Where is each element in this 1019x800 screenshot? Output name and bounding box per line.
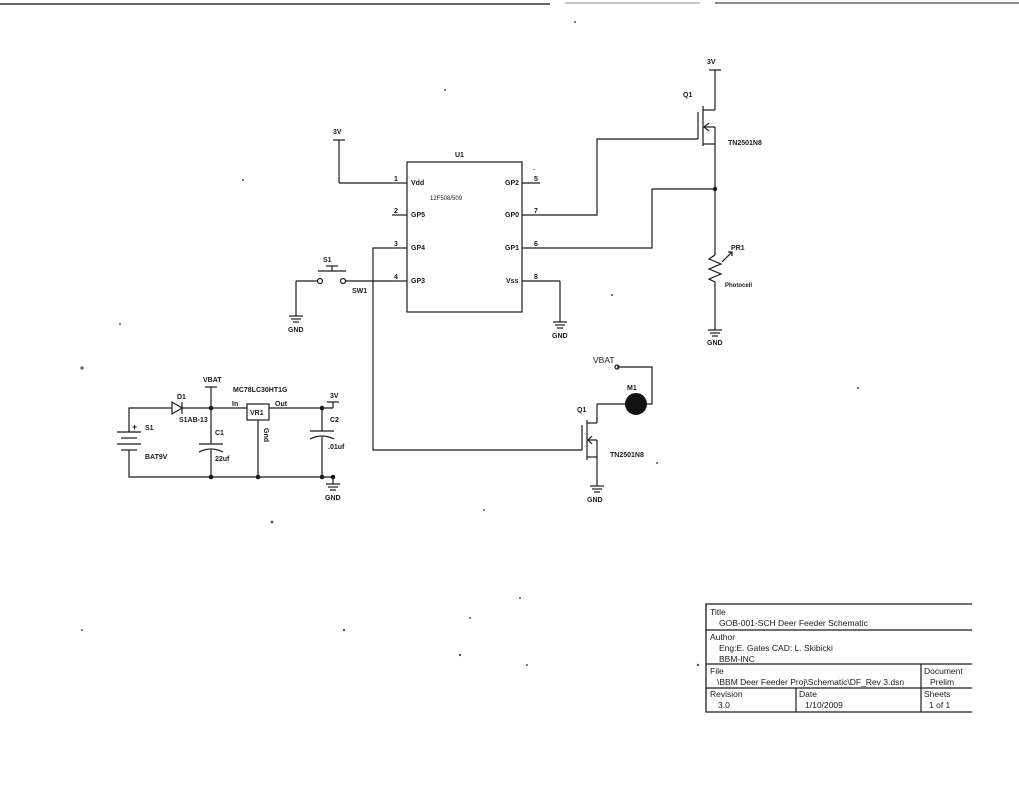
tb-file: \BBM Deer Feeder Proj\Schematic\DF_Rev 3… bbox=[717, 677, 904, 687]
pin-num-8: 8 bbox=[534, 274, 538, 281]
pin-num-2: 2 bbox=[394, 208, 398, 215]
gp4-net bbox=[372, 247, 582, 451]
tb-company: BBM-INC bbox=[719, 654, 755, 664]
page-edge-marks bbox=[0, 2, 1019, 5]
pin-num-6: 6 bbox=[534, 241, 538, 248]
q1-top-ref: Q1 bbox=[683, 92, 692, 99]
mosfet-q1-top: 3V Q1 TN2501N8 bbox=[683, 59, 762, 192]
ic-ref: U1 bbox=[455, 152, 464, 159]
vbat-label-reg: VBAT bbox=[203, 377, 222, 384]
tb-author: Eng:E. Gates CAD: L. Skibicki bbox=[719, 643, 833, 653]
tb-revision: 3.0 bbox=[718, 700, 730, 710]
regulator-ref: VR1 bbox=[250, 410, 264, 417]
battery-plus: + bbox=[132, 422, 137, 432]
pin-num-1: 1 bbox=[394, 176, 398, 183]
pin-name-gp2: GP2 bbox=[505, 180, 519, 187]
photocell-ref: PR1 bbox=[731, 245, 745, 252]
pin-num-3: 3 bbox=[394, 241, 398, 248]
ic-body bbox=[406, 161, 523, 313]
gnd-label-switch: GND bbox=[288, 327, 304, 334]
photocell-name: Photocell bbox=[725, 283, 752, 289]
diode-part: S1AB-13 bbox=[179, 417, 208, 424]
tb-title-label: Title bbox=[710, 607, 726, 617]
motor-ref: M1 bbox=[627, 385, 637, 392]
photocell-pr1: PR1 Photocell GND bbox=[707, 189, 752, 347]
svg-text:·: · bbox=[533, 167, 535, 174]
c2-ref: C2 bbox=[330, 417, 339, 424]
pin-num-4: 4 bbox=[394, 274, 398, 281]
regulator-out: Out bbox=[275, 401, 288, 408]
diode-ref: D1 bbox=[177, 394, 186, 401]
pin-name-vss: Vss bbox=[506, 278, 519, 285]
tb-document: Prelim bbox=[930, 677, 954, 687]
v3-label-reg: 3V bbox=[330, 393, 339, 400]
scan-specks bbox=[80, 21, 859, 667]
pin-num-5: 5 bbox=[534, 176, 538, 183]
v3-label-top: 3V bbox=[333, 129, 342, 136]
ic-part: 12F508/509 bbox=[430, 196, 463, 202]
c1-value: 22uf bbox=[215, 456, 230, 463]
regulator-in: In bbox=[232, 401, 238, 408]
pin-name-gp0: GP0 bbox=[505, 212, 519, 219]
vdd-supply: 3V bbox=[333, 129, 392, 184]
tb-sheets-label: Sheets bbox=[924, 689, 950, 699]
gp0-net bbox=[540, 138, 698, 216]
tb-revision-label: Revision bbox=[710, 689, 743, 699]
tb-author-label: Author bbox=[710, 632, 735, 642]
tb-sheets: 1 of 1 bbox=[929, 700, 951, 710]
battery-name: BAT9V bbox=[145, 454, 168, 461]
regulator-gnd: Gnd bbox=[262, 428, 269, 442]
gp1-net bbox=[540, 188, 715, 249]
motor-m1: VBAT M1 bbox=[593, 355, 653, 415]
switch-name: SW1 bbox=[352, 288, 367, 295]
tb-date-label: Date bbox=[799, 689, 817, 699]
gnd-label-motor: GND bbox=[587, 497, 603, 504]
v3-label-q1: 3V bbox=[707, 59, 716, 66]
q1-bottom-ref: Q1 bbox=[577, 407, 586, 414]
switch-ref: S1 bbox=[323, 257, 332, 264]
gnd-label-photocell: GND bbox=[707, 340, 723, 347]
motor-symbol bbox=[625, 393, 647, 415]
tb-title: GOB-001-SCH Deer Feeder Schematic bbox=[719, 618, 869, 628]
gnd-label-vss: GND bbox=[552, 333, 568, 340]
pin-name-gp5: GP5 bbox=[411, 212, 425, 219]
microcontroller-u1: U1 12F508/509 · 1 Vdd 2 GP5 3 GP4 4 GP3 … bbox=[392, 152, 540, 313]
battery-ref: S1 bbox=[145, 425, 154, 432]
pushbutton-switch-s1: S1 SW1 GND bbox=[288, 257, 392, 334]
title-block: Title GOB-001-SCH Deer Feeder Schematic … bbox=[705, 603, 972, 713]
vss-ground: GND bbox=[540, 280, 568, 340]
tb-date: 1/10/2009 bbox=[805, 700, 843, 710]
vbat-label-motor: VBAT bbox=[593, 355, 615, 365]
c2-value: .01uf bbox=[328, 444, 345, 451]
mosfet-q1-bottom: GND Q1 TN2501N8 bbox=[577, 404, 644, 504]
regulator-part: MC78LC30HT1G bbox=[233, 387, 288, 394]
q1-bottom-part: TN2501N8 bbox=[610, 452, 644, 459]
pin-name-gp3: GP3 bbox=[411, 278, 425, 285]
q1-top-part: TN2501N8 bbox=[728, 140, 762, 147]
pin-name-gp4: GP4 bbox=[411, 245, 425, 252]
gnd-label-reg: GND bbox=[325, 495, 341, 502]
tb-file-label: File bbox=[710, 666, 724, 676]
pin-name-vdd: Vdd bbox=[411, 180, 424, 187]
power-supply: + S1 BAT9V D1 S1AB-13 VBAT C1 22uf VR1 M… bbox=[117, 377, 345, 502]
pin-name-gp1: GP1 bbox=[505, 245, 519, 252]
c1-ref: C1 bbox=[215, 430, 224, 437]
pin-num-7: 7 bbox=[534, 208, 538, 215]
tb-document-label: Document bbox=[924, 666, 963, 676]
